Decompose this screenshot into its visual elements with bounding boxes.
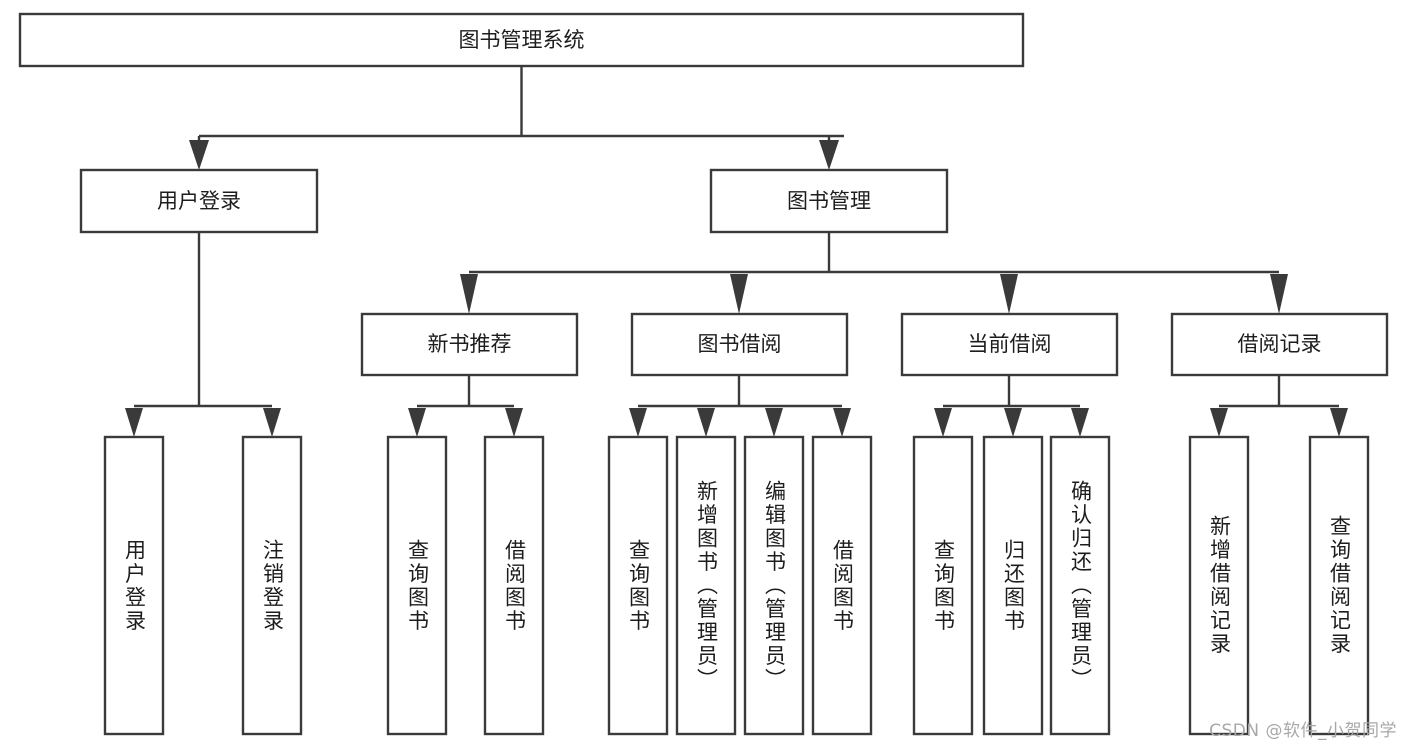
arrowhead-leaf-user-login [125, 408, 143, 437]
node-current-borrow[interactable]: 当前借阅 [900, 312, 1119, 377]
arrowhead-leaf-logout [263, 408, 281, 437]
leaf-box-logout[interactable] [241, 435, 303, 736]
leaf-box-br-add-record[interactable] [1188, 435, 1250, 736]
arrowhead-book-manage [819, 140, 839, 170]
node-book-manage-box[interactable] [709, 168, 949, 234]
node-new-book-recommend-box[interactable] [360, 312, 579, 377]
arrowhead-bb-borrow-book [833, 408, 851, 437]
arrowhead-cb-query-book [934, 408, 952, 437]
arrowhead-new-book-rec [460, 274, 478, 314]
connector-group-book-manage [460, 232, 1288, 314]
leaf-box-bb-add-book[interactable] [675, 435, 737, 736]
leaf-box-user-login[interactable] [103, 435, 165, 736]
leaf-box-br-query-record[interactable] [1308, 435, 1370, 736]
node-book-manage[interactable]: 图书管理 [709, 168, 949, 234]
arrowhead-cb-confirm-return [1071, 408, 1089, 437]
node-book-borrow-label: 图书借阅 [698, 332, 782, 356]
arrowhead-bb-edit-book [765, 408, 783, 437]
leaf-boxes [103, 435, 1370, 736]
arrowhead-current-borrow [1000, 274, 1018, 314]
node-borrow-record-label: 借阅记录 [1238, 332, 1322, 356]
leaf-box-bb-edit-book[interactable] [743, 435, 805, 736]
arrowhead-bb-query-book [629, 408, 647, 437]
node-book-manage-label: 图书管理 [787, 189, 871, 213]
leaf-box-cb-query-book[interactable] [912, 435, 974, 736]
node-user-login-box[interactable] [79, 168, 319, 234]
node-borrow-record[interactable]: 借阅记录 [1170, 312, 1389, 377]
node-new-book-recommend-label: 新书推荐 [428, 332, 512, 356]
arrowhead-book-borrow [730, 274, 748, 314]
node-root[interactable]: 图书管理系统 [18, 12, 1025, 68]
node-current-borrow-box[interactable] [900, 312, 1119, 377]
arrowhead-cb-return-book [1004, 408, 1022, 437]
node-root-label: 图书管理系统 [459, 28, 585, 52]
leaf-box-bb-query-book[interactable] [607, 435, 669, 736]
node-root-box[interactable] [18, 12, 1025, 68]
arrowhead-nbr-query-book [408, 408, 426, 437]
leaf-box-bb-borrow-book[interactable] [811, 435, 873, 736]
arrowhead-user-login [189, 140, 209, 170]
arrowhead-br-add-record [1210, 408, 1228, 437]
leaf-box-nbr-query-book[interactable] [386, 435, 448, 736]
connector-group-borrow-record [1210, 375, 1348, 437]
node-user-login[interactable]: 用户登录 [79, 168, 319, 234]
connector-group-book-borrow [629, 375, 851, 437]
node-new-book-recommend[interactable]: 新书推荐 [360, 312, 579, 377]
node-user-login-label: 用户登录 [157, 189, 241, 213]
arrowhead-nbr-borrow-book [505, 408, 523, 437]
node-current-borrow-label: 当前借阅 [968, 332, 1052, 356]
arrowhead-borrow-record [1270, 274, 1288, 314]
node-borrow-record-box[interactable] [1170, 312, 1389, 377]
leaf-box-cb-return-book[interactable] [982, 435, 1044, 736]
connector-group-user-login [125, 232, 281, 437]
arrowhead-br-query-record [1330, 408, 1348, 437]
connector-group-current-borrow [934, 375, 1089, 437]
connector-group-root [189, 66, 844, 170]
leaf-box-cb-confirm-return[interactable] [1049, 435, 1111, 736]
node-book-borrow[interactable]: 图书借阅 [630, 312, 849, 377]
arrowhead-bb-add-book [697, 408, 715, 437]
node-book-borrow-box[interactable] [630, 312, 849, 377]
connector-group-new-book-rec [408, 375, 523, 437]
leaf-box-nbr-borrow-book[interactable] [483, 435, 545, 736]
